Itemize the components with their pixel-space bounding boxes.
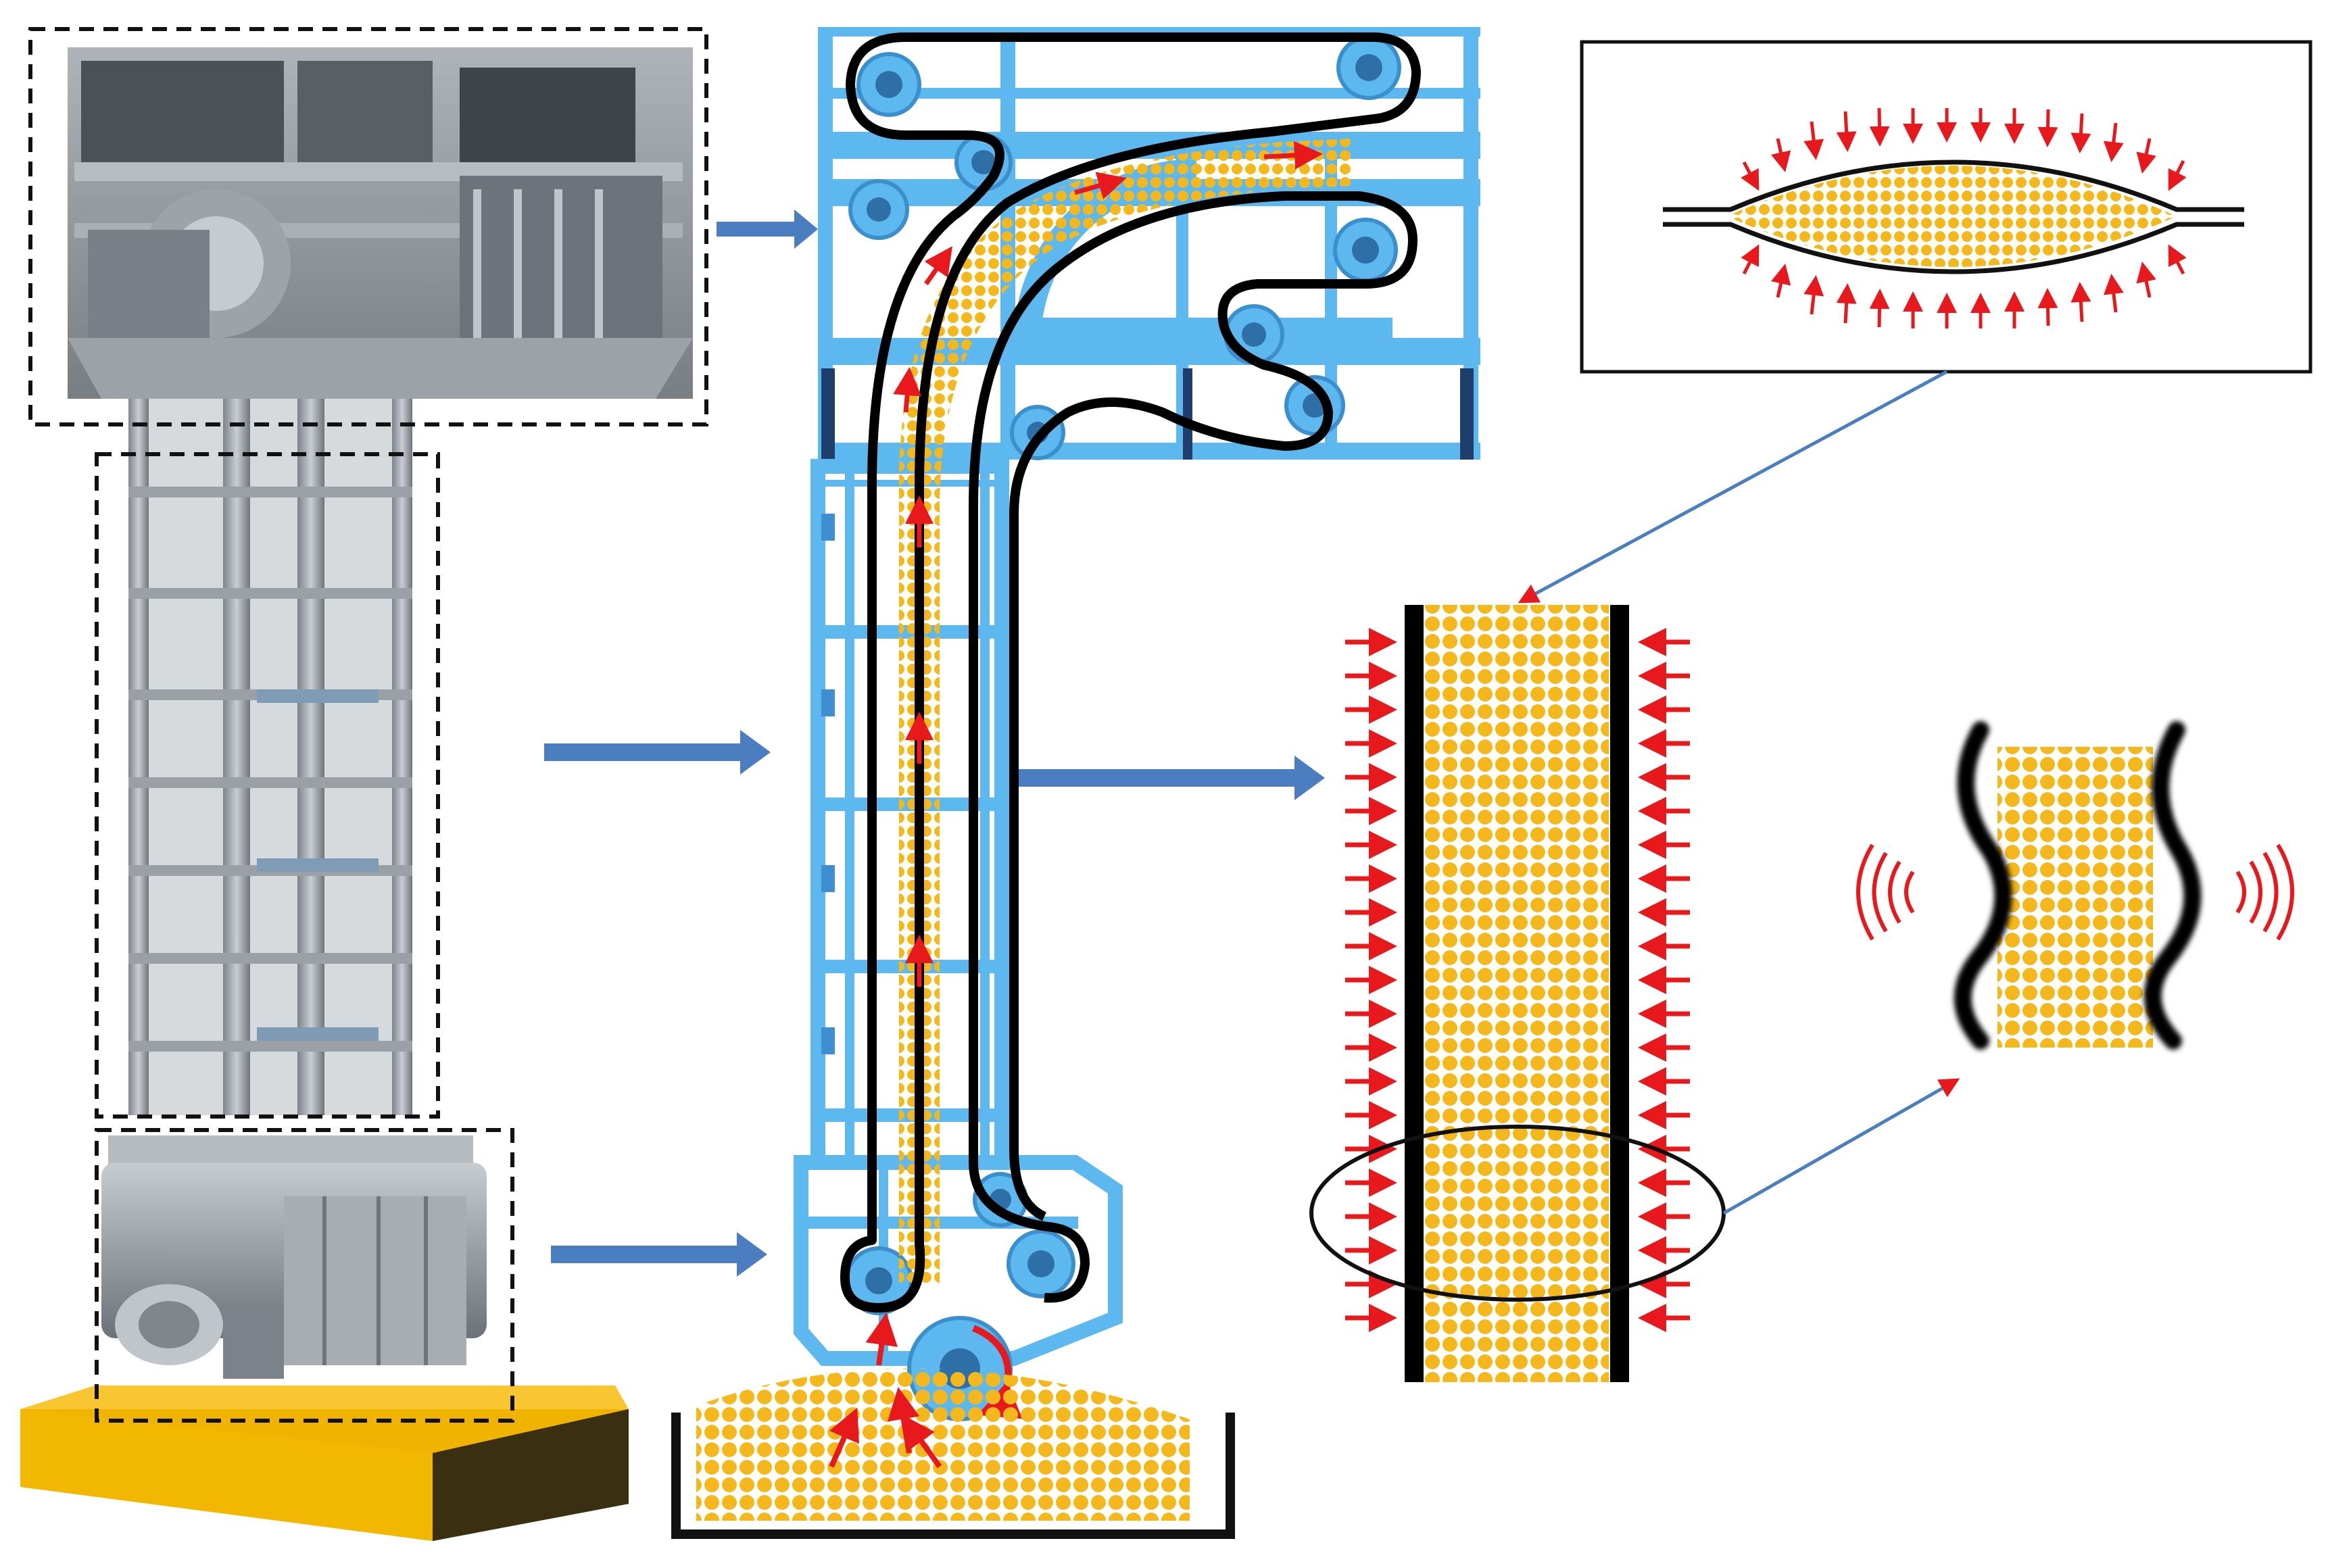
conveyor-belts <box>840 32 1421 1313</box>
bottom-housing <box>101 1135 487 1379</box>
flow-arrows <box>893 141 1323 987</box>
pointer-arrow-top <box>717 210 818 249</box>
base-block <box>20 1386 629 1541</box>
outer-belt <box>840 32 1421 1313</box>
pulley-icon <box>973 1172 1028 1227</box>
vertical-section-pressure <box>1309 605 1960 1382</box>
pulley-icon <box>1333 218 1398 283</box>
top-housing <box>68 47 693 399</box>
section-pointer-arrows <box>544 210 1325 1277</box>
pulley-icon <box>1007 1229 1075 1298</box>
lift-column <box>128 399 412 1115</box>
pointer-arrow-right <box>1017 756 1325 800</box>
pointer-arrow-middle <box>544 730 771 775</box>
vibration-wave-icon <box>1856 843 1915 941</box>
pressure-arrows-left <box>1345 628 1397 1332</box>
vibration-wave-icon <box>2235 843 2294 941</box>
wavy-belt-left <box>1954 721 2012 1050</box>
vibration-pointer <box>1722 1078 1960 1215</box>
pulley-icon <box>1223 304 1284 365</box>
belt-conveyor-schematic <box>671 27 1480 1539</box>
pointer-arrow-bottom <box>551 1232 767 1277</box>
cross-section-pointer <box>1518 370 1948 604</box>
elevator-photo <box>20 27 708 1541</box>
pulley-icon <box>848 179 909 240</box>
inner-belt <box>969 191 1418 1303</box>
grain-bin <box>671 1368 1235 1539</box>
pulleys <box>844 35 1401 1421</box>
pressure-arrows-right <box>1638 628 1690 1332</box>
squeezed-belt-cross-section <box>1518 40 2312 604</box>
wavy-belt-right <box>2143 721 2202 1050</box>
right-belt-wall <box>1610 605 1629 1382</box>
pulley-icon <box>1336 35 1401 100</box>
middle-section-box <box>95 452 440 1119</box>
left-belt-wall <box>1405 605 1424 1382</box>
intake-arrows <box>829 1313 942 1469</box>
vibration-detail <box>1856 721 2294 1050</box>
bottom-section-box <box>95 1128 514 1423</box>
pulley-icon <box>856 52 921 117</box>
squeeze-arrows-bottom <box>1741 244 2187 328</box>
squeeze-arrows-top <box>1741 107 2187 191</box>
